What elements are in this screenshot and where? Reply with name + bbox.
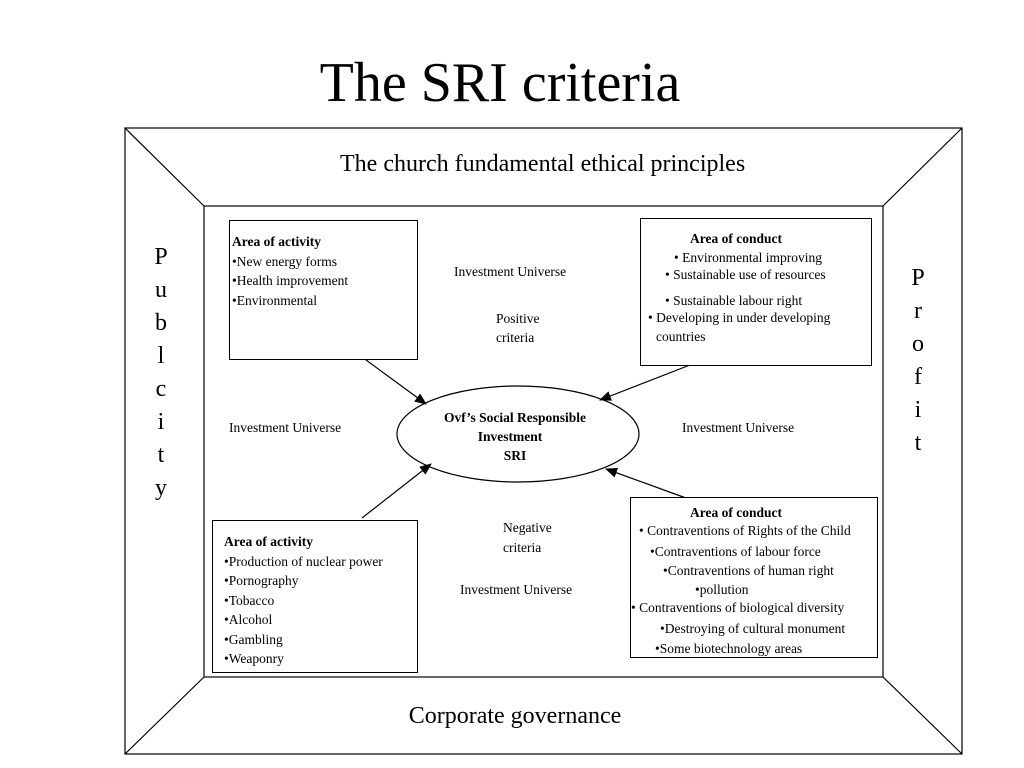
- list-item: • Sustainable use of resources: [665, 267, 826, 282]
- list-item: •Environmental: [232, 292, 317, 308]
- box-bottom-right: Area of conduct • Contraventions of Righ…: [630, 497, 878, 658]
- negative-criteria-line1: Negative: [503, 520, 552, 535]
- box-top-right: Area of conduct • Environmental improvin…: [640, 218, 872, 366]
- center-label-line3: SRI: [503, 448, 527, 463]
- list-item: • Developing in under developing: [648, 310, 831, 325]
- list-item: • Contraventions of Rights of the Child: [639, 523, 851, 538]
- arrow-bottom-left: [361, 463, 432, 519]
- positive-criteria-line2: criteria: [496, 330, 535, 345]
- investment-universe-right: Investment Universe: [682, 420, 795, 435]
- corner-line-br: [882, 676, 963, 755]
- list-item: •Production of nuclear power: [224, 553, 383, 569]
- outer-frame: [124, 127, 963, 755]
- list-item: countries: [656, 329, 706, 344]
- center-label-line1: Ovf’s Social Responsible: [443, 410, 586, 425]
- list-item: •Weaponry: [224, 651, 284, 666]
- box-heading: Area of conduct: [690, 505, 782, 520]
- box-heading: Area of conduct: [690, 231, 782, 246]
- box-top-left: Area of activity •New energy forms •Heal…: [229, 220, 418, 360]
- center-label: Ovf’s Social Responsible Investment SRI: [420, 408, 610, 465]
- list-item: •Destroying of cultural monument: [660, 621, 846, 636]
- list-item: •Alcohol: [224, 612, 273, 627]
- list-item: •Health improvement: [232, 273, 349, 288]
- list-item: •Contraventions of labour force: [650, 544, 821, 559]
- investment-universe-top: Investment Universe: [454, 264, 567, 279]
- left-vertical-label: P u b l c i t y: [154, 244, 168, 501]
- list-item: • Environmental improving: [674, 250, 822, 265]
- negative-criteria-line2: criteria: [503, 540, 542, 555]
- arrow-bottom-right: [605, 468, 687, 499]
- corner-line-bl: [124, 676, 205, 755]
- slide-title: The SRI criteria: [319, 52, 681, 114]
- list-item: • Sustainable labour right: [665, 293, 803, 308]
- box-heading: Area of activity: [224, 534, 313, 549]
- list-item: •Pornography: [224, 573, 299, 588]
- list-item: •Contraventions of human right: [663, 563, 834, 578]
- list-item: •Some biotechnology areas: [655, 641, 803, 656]
- box-bottom-left: Area of activity •Production of nuclear …: [212, 520, 418, 673]
- arrow-top-right: [599, 364, 691, 401]
- center-ellipse: [396, 385, 640, 483]
- arrow-top-left: [361, 356, 427, 405]
- top-band-label: The church fundamental ethical principle…: [340, 151, 746, 177]
- right-vertical-label: P r o f i t: [911, 265, 925, 456]
- list-item: • Contraventions of biological diversity: [631, 600, 845, 615]
- investment-universe-left: Investment Universe: [229, 420, 342, 435]
- positive-criteria-line1: Positive: [496, 311, 540, 326]
- investment-universe-bottom: Investment Universe: [460, 582, 573, 597]
- center-label-line2: Investment: [477, 429, 543, 444]
- list-item: •pollution: [695, 582, 749, 597]
- list-item: •Gambling: [224, 631, 283, 647]
- corner-line-tr: [882, 127, 963, 207]
- list-item: •Tobacco: [224, 592, 275, 608]
- box-heading: Area of activity: [232, 234, 321, 249]
- bottom-band-label: Corporate governance: [408, 703, 622, 729]
- inner-frame: [203, 205, 884, 678]
- list-item: •New energy forms: [232, 253, 337, 269]
- corner-line-tl: [124, 127, 205, 207]
